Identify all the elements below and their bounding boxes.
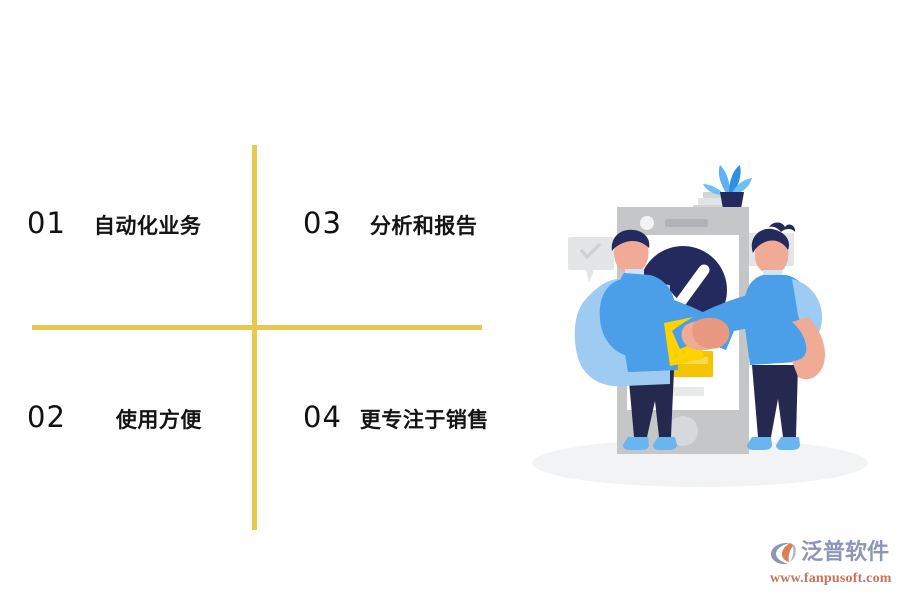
feature-label-03: 分析和报告	[369, 214, 478, 238]
divider-horizontal	[32, 325, 482, 330]
feature-label-04: 更专注于销售	[359, 408, 489, 432]
person-right-hair	[751, 228, 790, 253]
feature-number-03: 03	[303, 206, 342, 240]
handshake	[681, 317, 730, 351]
phone-home-button	[668, 416, 698, 446]
person-right-arm-bare	[792, 317, 826, 380]
person-right-shoe-front	[776, 437, 800, 450]
person-left-shoe-back	[623, 437, 649, 450]
person-right-hair-tuft	[769, 222, 796, 232]
speech-bubble-left	[568, 237, 614, 283]
divider-vertical	[252, 145, 257, 530]
person-left-legs	[628, 370, 674, 437]
handshake-hand-right	[692, 317, 730, 349]
person-right-head	[755, 236, 789, 275]
feature-label-01: 自动化业务	[93, 214, 202, 238]
person-right-legs	[752, 365, 798, 437]
brand-url: www.fanpusoft.com	[770, 571, 892, 586]
brand-name: 泛普软件	[801, 540, 890, 565]
brand-logo: 泛普软件 www.fanpusoft.com	[768, 536, 894, 594]
feature-item-04: 04 更专注于销售	[303, 400, 489, 434]
plant-leaves	[703, 165, 752, 195]
fanpu-logo-icon	[768, 538, 798, 568]
feature-item-03: 03 分析和报告	[303, 206, 477, 240]
person-right-torso	[743, 275, 812, 365]
feature-item-01: 01 自动化业务	[27, 206, 201, 240]
person-left-shoe-front	[653, 437, 677, 450]
ground-shadow	[532, 439, 868, 487]
handshake-mobile-approval-illustration	[520, 165, 880, 495]
feature-number-02: 02	[27, 400, 66, 434]
feature-number-04: 04	[303, 400, 342, 434]
person-left-hair	[611, 229, 650, 251]
feature-number-01: 01	[27, 206, 66, 240]
plant-pot	[720, 192, 744, 209]
feature-item-02: 02 使用方便	[27, 400, 202, 434]
phone-speaker	[665, 219, 708, 227]
person-right-shoe-back	[747, 437, 772, 450]
person-left-head	[614, 234, 649, 274]
brand-row: 泛普软件	[768, 536, 894, 570]
screen-text-bar	[670, 387, 704, 396]
phone-camera	[640, 216, 654, 230]
feature-label-02: 使用方便	[115, 408, 202, 432]
